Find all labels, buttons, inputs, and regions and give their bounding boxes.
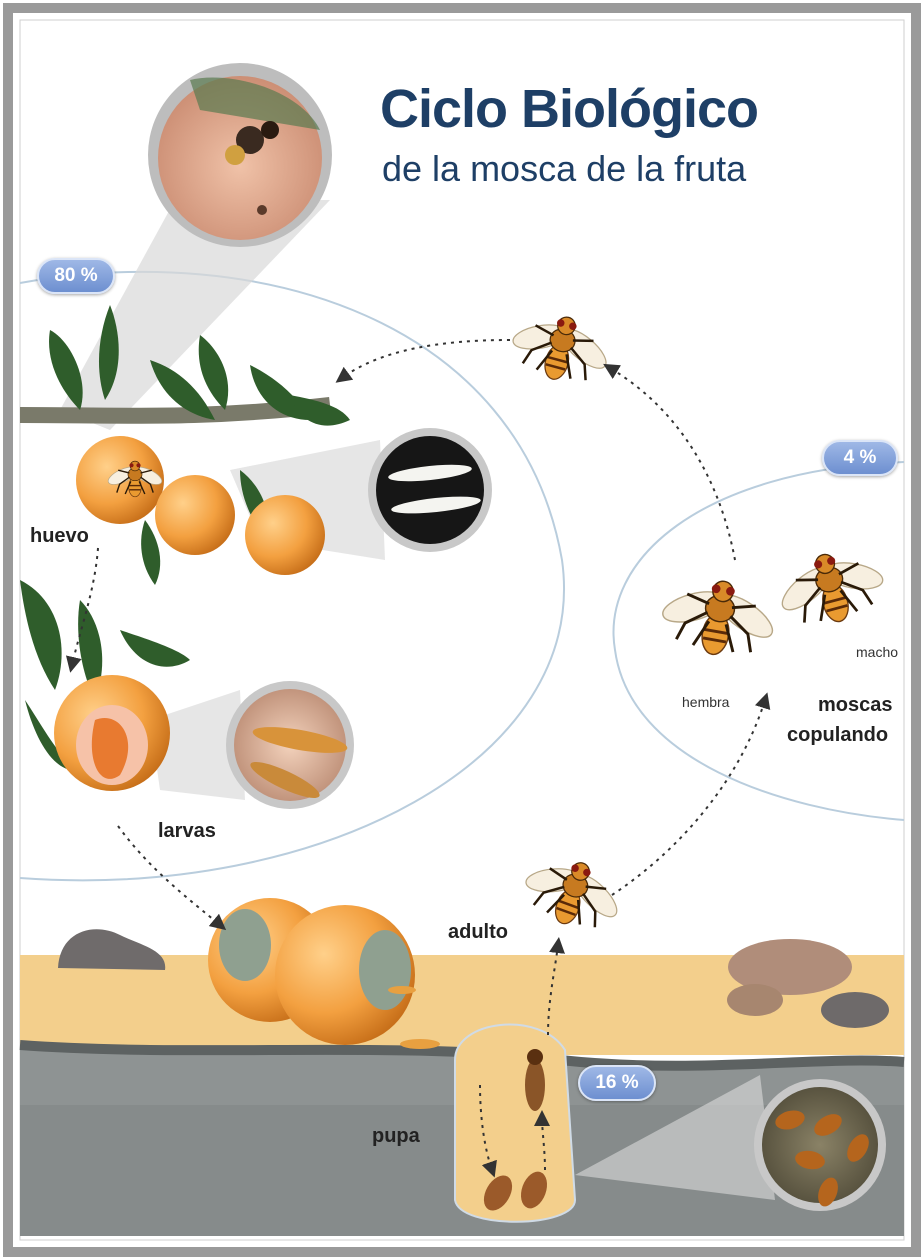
emerging-adult (525, 1059, 545, 1111)
badge-mating-percent: 4 % (822, 440, 898, 476)
orange-3 (245, 495, 325, 575)
orange-2 (155, 475, 235, 555)
page-subtitle: de la mosca de la fruta (382, 148, 746, 190)
badge-main-cycle-percent: 80 % (37, 258, 115, 294)
label-pupa: pupa (372, 1125, 420, 1148)
label-larvae: larvas (158, 820, 216, 843)
label-female: hembra (682, 694, 729, 710)
label-male: macho (856, 644, 898, 660)
label-mating-line2: copulando (787, 724, 888, 747)
label-adult: adulto (448, 921, 508, 944)
page-title: Ciclo Biológico (380, 78, 758, 140)
badge-pupa-percent: 16 % (578, 1065, 656, 1101)
label-egg: huevo (30, 525, 89, 548)
label-mating-line1: moscas (818, 694, 893, 717)
pupa-chamber (455, 1025, 575, 1222)
photo-eggs (376, 436, 484, 544)
